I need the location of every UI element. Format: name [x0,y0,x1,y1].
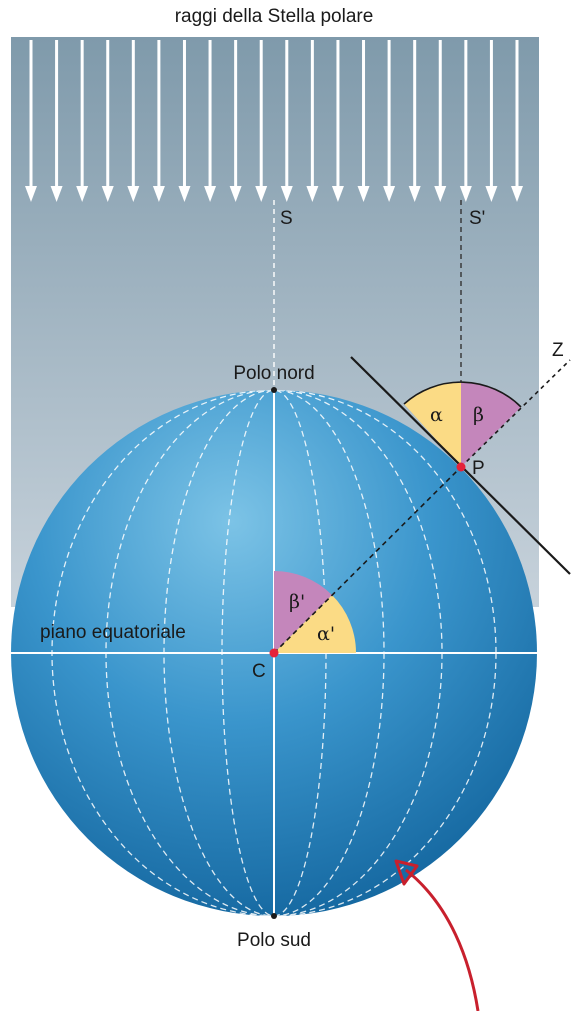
label-north-pole: Polo nord [233,363,314,384]
ray-arrow [485,40,498,202]
ray-arrow [204,40,217,202]
label-c: C [252,661,266,682]
radius-c-p [273,466,462,654]
ray-arrow [25,40,37,202]
ray-arrow [178,40,191,202]
label-south-pole: Polo sud [237,930,311,951]
ray-arrow [511,40,523,202]
pointer-arrow-shaft [405,868,480,1012]
ray-arrow [50,40,63,202]
angle-alpha-prime [274,595,356,653]
ray-arrow [331,40,344,202]
label-s: S [280,208,293,229]
ray-arrow [152,40,165,202]
point-p [456,462,466,472]
point-c [269,648,279,658]
north-pole-dot [271,387,277,393]
title: raggi della Stella polare [175,6,374,27]
ray-arrow [357,40,370,202]
label-equatorial-plane: piano equatoriale [40,622,186,643]
ray-arrow [255,40,268,202]
angle-alpha [404,382,461,467]
angle-beta-prime [274,571,332,653]
label-p: P [472,458,485,479]
ray-arrow [76,40,89,202]
ray-arrow [459,40,472,202]
polaris-rays [25,40,523,202]
angle-beta [461,382,521,467]
ray-arrow [408,40,421,202]
ray-arrow [306,40,319,202]
zenith-line [460,359,571,468]
ray-arrow [383,40,396,202]
south-pole-dot [271,913,277,919]
ray-arrow [280,40,293,202]
ray-arrow [229,40,242,202]
label-beta-prime: β' [289,591,305,613]
label-s-prime: S' [469,208,485,229]
ray-arrow [101,40,114,202]
label-z: Z [552,340,564,361]
angle-arc [403,381,522,408]
label-beta: β [473,404,484,426]
ray-arrow [127,40,140,202]
ray-arrow [434,40,447,202]
label-alpha-prime: α' [317,623,335,645]
pointer-arrow-head [394,859,419,886]
label-alpha: α [430,404,443,426]
